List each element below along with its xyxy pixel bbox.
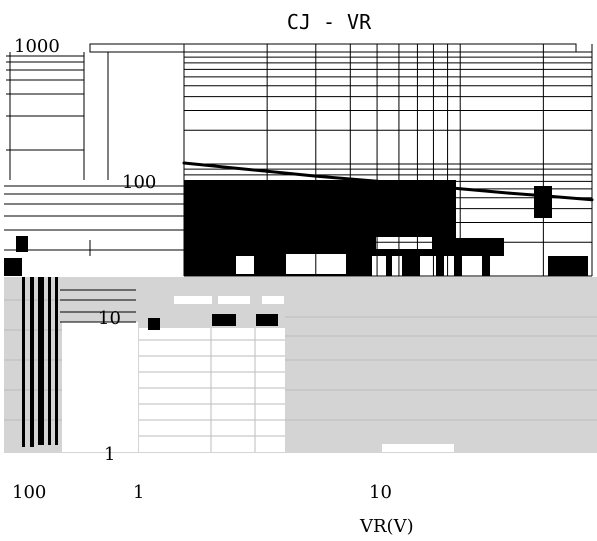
top-frame [89, 43, 577, 53]
x-axis-label: VR(V) [359, 516, 414, 537]
white-block-left [62, 322, 138, 452]
data-point [415, 183, 419, 187]
chart-title: CJ - VR [287, 10, 372, 34]
data-point [265, 169, 269, 173]
render-artifacts [4, 52, 597, 453]
data-point [375, 179, 379, 183]
data-point [458, 187, 462, 191]
minor-ticks [183, 44, 593, 52]
data-point [507, 191, 511, 195]
data-point [182, 161, 186, 165]
data-point [314, 174, 318, 178]
artifact-left-lines [4, 52, 190, 323]
data-point [541, 194, 545, 198]
y-tick-label-1000: 1000 [14, 36, 60, 57]
plot-area [89, 43, 594, 277]
y-tick-label-100: 100 [122, 172, 156, 193]
x-tick-label-10: 10 [369, 482, 392, 503]
grid [183, 52, 593, 277]
y-tick-label-10: 10 [98, 308, 121, 329]
data-point [590, 198, 594, 202]
white-block-right [139, 328, 285, 452]
stray-label-100: 100 [12, 482, 46, 503]
stray-label-1: 1 [104, 444, 115, 465]
artifact-white [174, 237, 542, 452]
series-layer [182, 161, 594, 202]
x-tick-label-1: 1 [133, 482, 144, 503]
